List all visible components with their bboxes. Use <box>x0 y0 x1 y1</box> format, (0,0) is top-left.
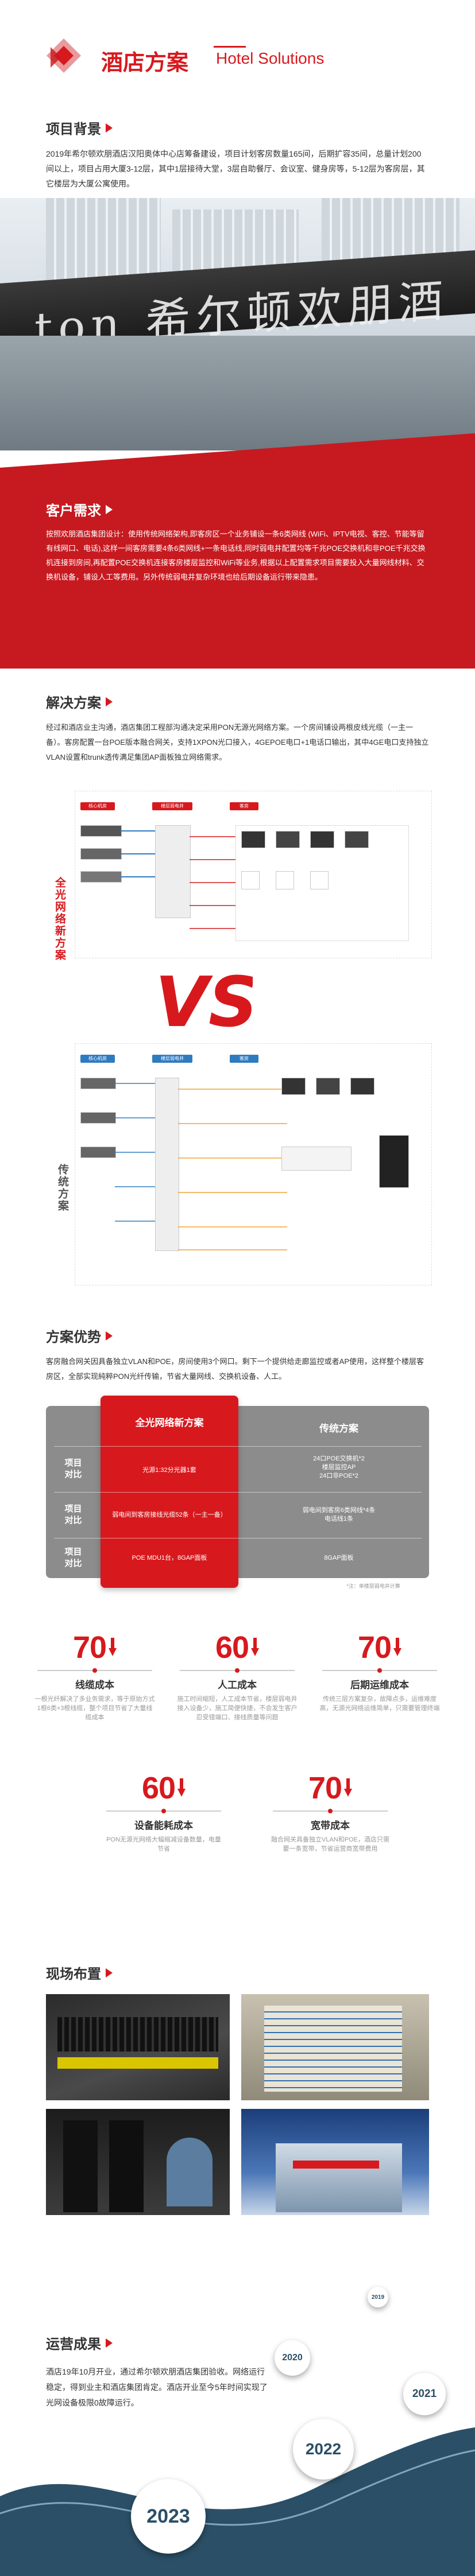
arrow-right-icon <box>106 697 113 706</box>
router-device <box>80 871 122 883</box>
page-subtitle: Hotel Solutions <box>216 49 325 67</box>
year-2021: 2021 <box>403 2373 446 2415</box>
page-title: 酒店方案 <box>101 51 189 75</box>
hotel-building-photo: ton 希尔顿欢朋酒店 <box>0 198 475 450</box>
arrow-down-icon <box>251 1638 260 1657</box>
background-text: 2019年希尔顿欢朋酒店汉阳奥体中心店筹备建设，项目计划客房数量165间，后期扩… <box>46 149 425 188</box>
title-divider <box>214 46 246 48</box>
cell-new: 光源1:32分光器1套 <box>142 1467 196 1474</box>
solution-text: 经过和酒店业主沟通，酒店集团工程部沟通决定采用PON无源光网络方案。一个房间铺设… <box>46 723 429 761</box>
stat-energy-cost: 60 设备能耗成本 PON无源光网络大幅缩减设备数量，电量节省 <box>106 1771 221 1852</box>
tag-floor-shaft: 楼层弱电井 <box>152 1055 192 1063</box>
poe-switch-stack <box>155 1078 179 1251</box>
needs-panel <box>0 433 475 669</box>
tag-floor-shaft: 楼层弱电井 <box>152 802 192 810</box>
splitter-rack <box>155 825 191 918</box>
header-new: 全光网络新方案 <box>135 1417 204 1428</box>
computer-icon <box>310 831 334 848</box>
needs-text: 按照欢朋酒店集团设计：使用传统网络架构,即客房区一个业务铺设一条6类网线 (Wi… <box>46 530 426 581</box>
cell-old: 8GAP面板 <box>324 1555 354 1561</box>
cable-links <box>115 1083 287 1250</box>
stat-bandwidth-cost: 70 宽带成本 融合网关具备独立VLAN和POE，酒店只需要一条宽带，节省运营商… <box>271 1771 389 1852</box>
stat-labor-cost: 60 人工成本 施工时间缩短，人工成本节省，楼层弱电井接入设备少，施工简便快捷，… <box>177 1630 298 1721</box>
results-text: 酒店19年10月开业，通过希尔顿欢朋酒店集团验收。网络运行稳定，得到业主和酒店集… <box>46 2367 268 2407</box>
section-title-results: 运营成果 <box>46 2333 113 2353</box>
comparison-table: 全光网络新方案 传统方案 项目 对比 项目 对比 项目 对比 光源1:32分光器… <box>46 1396 429 1595</box>
tv-icon <box>350 1078 374 1095</box>
gateway-icon <box>241 871 260 889</box>
timeline-wave <box>0 2427 475 2576</box>
arrow-right-icon <box>106 2338 113 2348</box>
site-photo-hotel-night <box>241 2109 429 2215</box>
tv-icon <box>281 1078 306 1095</box>
cell-new: 弱电间到客房接线光缆52条（一主一备） <box>112 1512 227 1518</box>
arrow-right-icon <box>106 1331 113 1341</box>
new-scheme-column <box>101 1396 238 1588</box>
cell-old: 弱电间到客房6类网线*4条 电话线1条 <box>302 1507 376 1522</box>
tv-icon <box>241 831 265 848</box>
row-label: 项目 对比 <box>64 1504 82 1525</box>
network-diagram: 全光网络新方案 传统方案 核心机房 楼层弱电井 客房 VS 核心机房 楼层弱电井… <box>34 791 437 1290</box>
row-label: 项目 对比 <box>64 1458 82 1479</box>
switch-device <box>80 848 122 860</box>
arrow-right-icon <box>106 123 113 133</box>
header-old: 传统方案 <box>319 1423 358 1434</box>
section-title-solution: 解决方案 <box>46 691 113 712</box>
arrow-right-icon <box>106 1968 113 1977</box>
label-new-scheme: 全光网络新方案 <box>53 877 65 961</box>
arrow-down-icon <box>393 1638 402 1657</box>
site-photo-patch-panel <box>46 1994 230 2100</box>
tag-core-room: 核心机房 <box>80 802 115 810</box>
stat-maintenance-cost: 70 后期运维成本 传统三层方案复杂，故障点多，运维难度高，无源光网络运维简单，… <box>319 1630 440 1712</box>
tag-guestroom: 客房 <box>230 1055 258 1063</box>
monitor-icon <box>316 1078 340 1095</box>
core-switch <box>80 1147 116 1158</box>
year-2019: 2019 <box>368 2287 388 2307</box>
section-title-site: 现场布置 <box>46 1963 113 1983</box>
tag-guestroom: 客房 <box>230 802 258 810</box>
year-2023: 2023 <box>131 2479 206 2554</box>
ap-icon <box>276 871 294 889</box>
vs-icon: VS <box>155 963 253 1043</box>
monitor-icon <box>276 831 300 848</box>
server-icon <box>379 1135 409 1188</box>
tag-core-room: 核心机房 <box>80 1055 115 1063</box>
site-photo-fiber-rack <box>241 1994 429 2100</box>
core-switch <box>80 1078 116 1089</box>
site-photo-server-room <box>46 2109 230 2215</box>
row-label: 项目 对比 <box>64 1547 82 1568</box>
arrow-down-icon <box>344 1778 353 1798</box>
tv-icon <box>345 831 369 848</box>
section-title-background: 项目背景 <box>46 118 113 138</box>
arrow-down-icon <box>177 1778 186 1798</box>
arrow-right-icon <box>106 504 113 514</box>
svg-text:VS: VS <box>155 963 253 1043</box>
phone-icon <box>310 871 329 889</box>
arrow-down-icon <box>109 1638 117 1657</box>
cell-old: 24口POE交换机*2 楼层监控AP 24口非POE*2 <box>313 1455 365 1479</box>
section-title-needs: 客户需求 <box>46 499 113 519</box>
fiber-links <box>121 830 235 929</box>
cell-new: POE MDU1台，8GAP面板 <box>132 1555 207 1561</box>
label-traditional-scheme: 传统方案 <box>56 1164 68 1212</box>
year-2022: 2022 <box>293 2419 354 2480</box>
year-2020: 2020 <box>275 2340 310 2376</box>
core-switch <box>80 1112 116 1124</box>
advantages-text: 客房融合网关因具备独立VLAN和POE，房间使用3个网口。剩下一个提供给走廊监控… <box>46 1357 424 1381</box>
stat-cable-cost: 70 线缆成本 一根光纤解决了多业务需求，等于原始方式1根6类+3根线缆，整个项… <box>34 1630 155 1721</box>
table-footnote: *注：单楼层弱电井计算 <box>346 1583 400 1589</box>
section-title-advantages: 方案优势 <box>46 1326 113 1346</box>
brand-logo-icon <box>47 38 81 73</box>
olt-device <box>80 825 122 837</box>
panel-group <box>281 1147 352 1171</box>
